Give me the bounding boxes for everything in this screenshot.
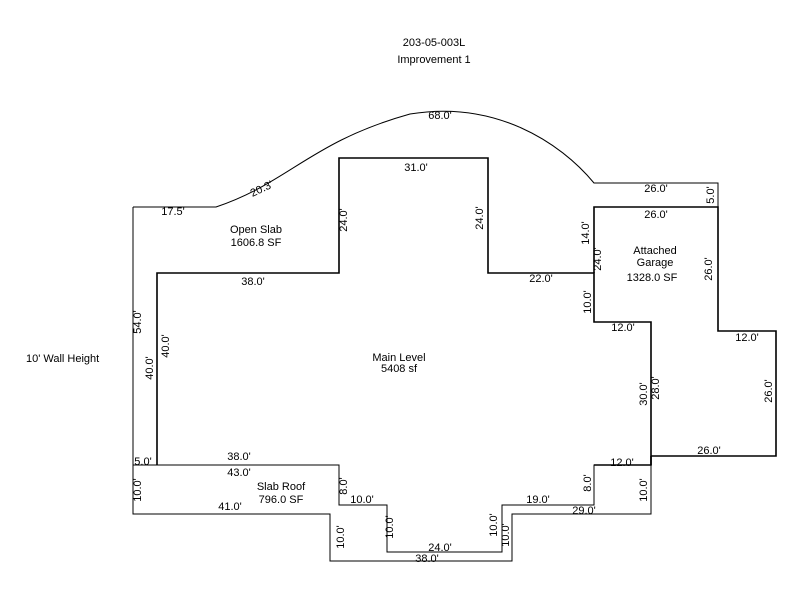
garage-name-line2: Garage xyxy=(637,257,674,269)
dim-slab-bottom-right: 29.0' xyxy=(572,505,596,517)
open-slab-outline xyxy=(132,110,719,466)
main-level-outline xyxy=(156,157,652,466)
dim-slab-step-right: 19.0' xyxy=(526,494,550,506)
dim-open-top-left: 17.5' xyxy=(161,206,185,218)
dim-garage-left-inner: 24.0' xyxy=(592,247,604,271)
dim-slab-outer-bottom: 38.0' xyxy=(415,553,439,565)
garage-name-line1: Attached xyxy=(633,245,676,257)
dim-main-left-40-inner: 40.0' xyxy=(160,334,172,358)
dim-slab-right: 10.0' xyxy=(638,478,650,502)
dim-slab-outer-left-down: 10.0' xyxy=(335,525,347,549)
dim-main-top: 31.0' xyxy=(404,162,428,174)
parcel-id: 203-05-003L xyxy=(403,37,465,49)
slab-roof-size: 796.0 SF xyxy=(259,494,304,506)
dim-arc-left: 20.3' xyxy=(249,179,275,200)
dim-main-right-upper: 10.0' xyxy=(582,290,594,314)
dim-slab-outer-right-down: 10.0' xyxy=(500,523,512,547)
wall-height-note: 10' Wall Height xyxy=(26,353,99,365)
slab-roof-outline xyxy=(132,464,652,562)
dim-garage-left-lower: 28.0' xyxy=(650,376,662,400)
dim-slab-left: 10.0' xyxy=(132,478,144,502)
dim-garage-outer-top: 26.0' xyxy=(644,183,668,195)
dim-garage-top: 26.0' xyxy=(644,209,668,221)
dim-main-right-step: 22.0' xyxy=(529,273,553,285)
main-level-size: 5408 sf xyxy=(381,363,418,375)
dim-slab-inner-left: 8.0' xyxy=(338,477,350,494)
dim-garage-right: 26.0' xyxy=(703,257,715,281)
dim-slab-step-right-down: 10.0' xyxy=(488,513,500,537)
dim-slab-bottom-left: 41.0' xyxy=(218,501,242,513)
dim-slab-inner-right: 8.0' xyxy=(582,474,594,491)
main-level-name: Main Level xyxy=(372,352,425,364)
dim-garage-bottom: 26.0' xyxy=(697,445,721,457)
open-slab-size: 1606.8 SF xyxy=(231,237,282,249)
dim-slab-step-left: 10.0' xyxy=(350,494,374,506)
dim-main-left-upper: 38.0' xyxy=(241,276,265,288)
dim-open-bottom-left: 5.0' xyxy=(134,456,151,468)
dim-main-right-lower: 30.0' xyxy=(638,382,650,406)
dim-slab-step-left-down: 10.0' xyxy=(384,515,396,539)
dim-main-left: 40.0' xyxy=(144,356,156,380)
dim-garage-left-upper: 14.0' xyxy=(580,221,592,245)
dim-main-top-right-side: 24.0' xyxy=(474,206,486,230)
dim-garage-outer-right: 5.0' xyxy=(705,186,717,203)
dim-main-bottom-right-step: 12.0' xyxy=(610,457,634,469)
dim-main-bottom-left: 38.0' xyxy=(227,451,251,463)
dim-main-right-step2: 12.0' xyxy=(611,322,635,334)
dim-slab-inner-bottom: 24.0' xyxy=(428,542,452,554)
dim-main-top-left-side: 24.0' xyxy=(338,208,350,232)
garage-size: 1328.0 SF xyxy=(627,272,678,284)
garage-outline xyxy=(593,206,777,465)
improvement-label: Improvement 1 xyxy=(397,54,470,66)
slab-roof-name: Slab Roof xyxy=(257,481,306,493)
open-slab-name: Open Slab xyxy=(230,224,282,236)
dim-garage-step: 12.0' xyxy=(735,332,759,344)
dim-arc-top: 68.0' xyxy=(428,110,452,122)
dim-open-left: 54.0' xyxy=(132,310,144,334)
dim-garage-right-lower: 26.0' xyxy=(763,379,775,403)
dim-slab-top: 43.0' xyxy=(227,467,251,479)
